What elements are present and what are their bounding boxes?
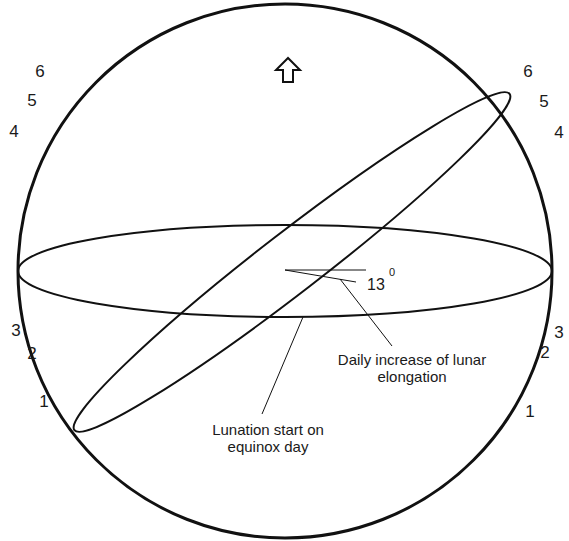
callout-number: 6	[523, 62, 532, 82]
callout-number: 2	[540, 343, 549, 363]
callout-number: 5	[27, 91, 36, 111]
callout-number: 3	[11, 321, 20, 341]
callout-number: 5	[539, 92, 548, 112]
angle-line	[285, 270, 366, 271]
callout-number: 3	[554, 323, 563, 343]
angle-value: 13	[366, 276, 386, 294]
callout-number: 4	[554, 123, 563, 143]
callout-number: 1	[39, 392, 48, 412]
callout-number: 2	[27, 344, 36, 364]
leader-line	[262, 317, 303, 414]
ecliptic-ellipse	[56, 70, 528, 454]
angle-line	[285, 270, 356, 282]
callout-number: 4	[9, 122, 18, 142]
callout-number: 6	[35, 62, 44, 82]
north-arrow	[276, 58, 300, 82]
callout-number: 1	[525, 402, 534, 422]
callout-text: Daily increase of lunar elongation	[335, 351, 489, 386]
callout-text: Lunation start on equinox day	[201, 421, 335, 456]
sphere-outline	[18, 4, 552, 538]
degree-mark: 0	[389, 266, 395, 279]
equator-ellipse	[18, 225, 552, 317]
